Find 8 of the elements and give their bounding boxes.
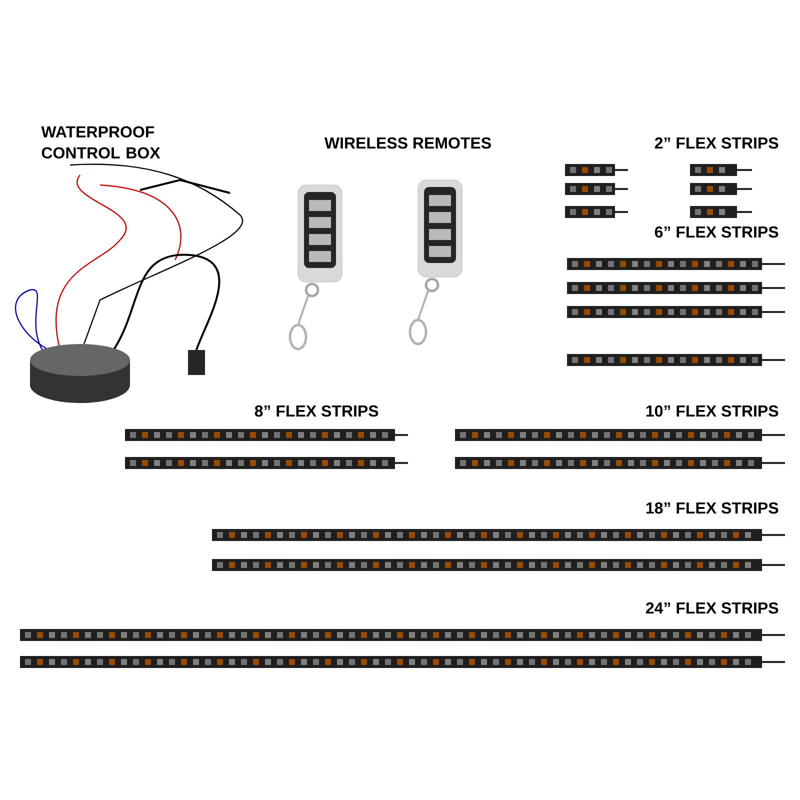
heading: 8” FLEX STRIPS — [254, 405, 378, 417]
heading: 2” FLEX STRIPS — [654, 137, 778, 149]
heading: WIRELESS REMOTES — [324, 137, 491, 149]
heading: 10” FLEX STRIPS — [646, 405, 778, 417]
heading: 24” FLEX STRIPS — [646, 602, 778, 614]
heading: WATERPROOF CONTROL BOX — [41, 126, 160, 159]
heading: 18” FLEX STRIPS — [646, 502, 778, 514]
heading: 6” FLEX STRIPS — [654, 226, 778, 238]
